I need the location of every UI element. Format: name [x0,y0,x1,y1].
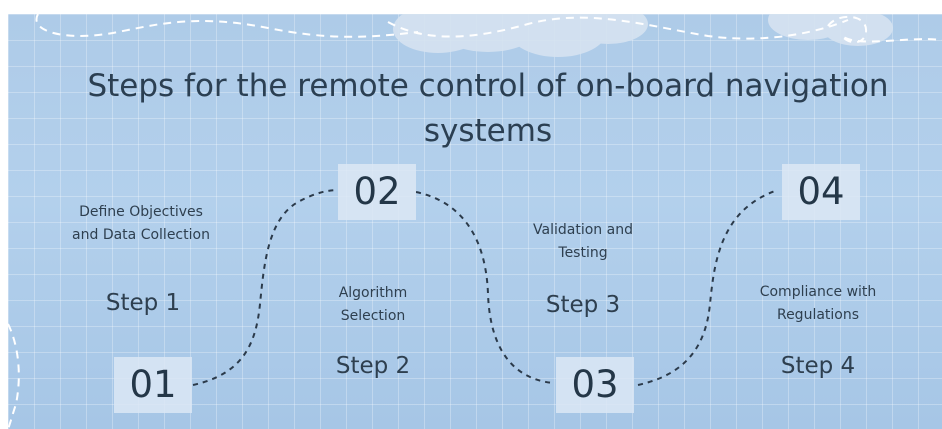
decorative-dashed-line [387,16,849,40]
step-1-description: Define Objectives and Data Collection [72,204,210,243]
step-4-description: Compliance with Regulations [759,284,877,323]
step-2-description: Algorithm Selection [338,285,408,324]
step-1-label: Step 1 [105,290,181,316]
page-title: Steps for the remote control of on-board… [87,68,889,149]
slide: Steps for the remote control of on-board… [8,14,942,429]
decorative-dashed-line [827,15,942,44]
step-2-label: Step 2 [335,353,411,379]
step-3-description: Validation and Testing [533,222,633,261]
decorative-dashed-line [8,323,20,429]
step-3-number: 03 [556,357,634,413]
step-3-label: Step 3 [545,292,621,318]
cloud-icon [393,14,893,57]
step-4-label: Step 4 [780,353,856,379]
step-4-number: 04 [782,164,860,220]
decorative-dashed-line [35,14,419,38]
step-connector-path [192,189,779,386]
step-2-number: 02 [338,164,416,220]
decoration-layer [8,14,942,429]
step-1-number: 01 [114,357,192,413]
